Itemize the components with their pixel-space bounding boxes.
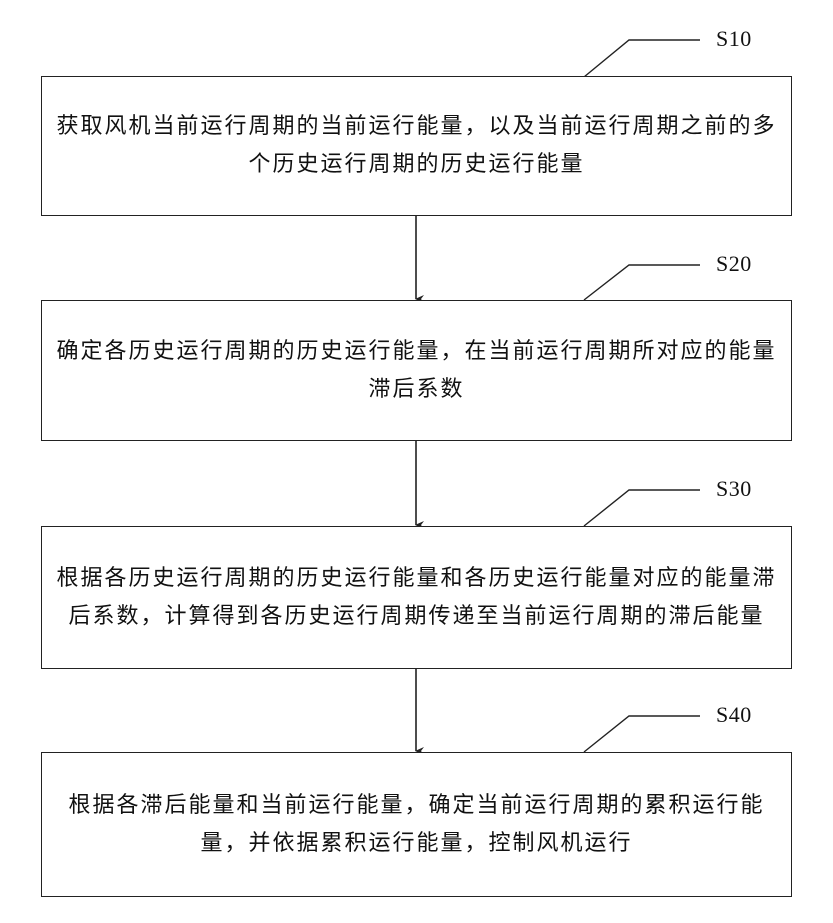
- step-text-s40: 根据各滞后能量和当前运行能量，确定当前运行周期的累积运行能量，并依据累积运行能量…: [42, 787, 791, 863]
- step-box-s20: 确定各历史运行周期的历史运行能量，在当前运行周期所对应的能量滞后系数: [41, 300, 792, 441]
- step-label-s20: S20: [716, 251, 752, 277]
- step-box-s30: 根据各历史运行周期的历史运行能量和各历史运行能量对应的能量滞后系数，计算得到各历…: [41, 526, 792, 669]
- step-text-s20: 确定各历史运行周期的历史运行能量，在当前运行周期所对应的能量滞后系数: [42, 333, 791, 409]
- step-label-s30: S30: [716, 476, 752, 502]
- leader-line-s10: [584, 40, 700, 77]
- step-box-s40: 根据各滞后能量和当前运行能量，确定当前运行周期的累积运行能量，并依据累积运行能量…: [41, 752, 792, 897]
- step-label-s10: S10: [716, 26, 752, 52]
- step-text-s10: 获取风机当前运行周期的当前运行能量，以及当前运行周期之前的多个历史运行周期的历史…: [42, 108, 791, 184]
- leader-line-s20: [584, 265, 700, 300]
- leader-line-s40: [584, 716, 700, 752]
- leader-line-s30: [584, 490, 700, 526]
- step-text-s30: 根据各历史运行周期的历史运行能量和各历史运行能量对应的能量滞后系数，计算得到各历…: [42, 560, 791, 636]
- step-box-s10: 获取风机当前运行周期的当前运行能量，以及当前运行周期之前的多个历史运行周期的历史…: [41, 76, 792, 216]
- step-label-s40: S40: [716, 702, 752, 728]
